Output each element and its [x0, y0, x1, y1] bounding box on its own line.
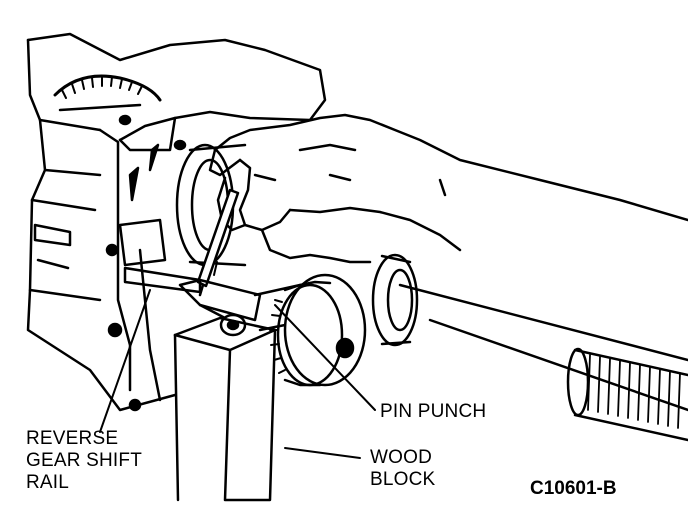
hand-illustration — [208, 113, 688, 264]
callout-line: GEAR SHIFT — [26, 450, 143, 471]
leader-wood-block — [284, 447, 361, 459]
leader-pin-punch — [274, 304, 376, 411]
figure-code: C10601-B — [530, 478, 617, 499]
pin-punch — [196, 188, 240, 297]
callout-line: WOOD — [370, 447, 433, 468]
callout-reverse-gear-shift-rail: REVERSE GEAR SHIFT RAIL — [26, 428, 142, 494]
transmission-case — [26, 32, 327, 412]
callout-line: BLOCK — [370, 469, 436, 490]
callout-line: PIN PUNCH — [380, 401, 487, 422]
callout-wood-block: WOOD BLOCK — [370, 447, 435, 491]
wood-block-drawing — [173, 316, 277, 502]
leader-reverse-rail — [99, 289, 151, 433]
leader-pin-tip — [213, 261, 218, 276]
callout-pin-punch: PIN PUNCH — [380, 401, 486, 423]
callout-line: REVERSE — [26, 428, 119, 449]
leader-lines — [99, 261, 376, 459]
callout-line: RAIL — [26, 472, 70, 493]
